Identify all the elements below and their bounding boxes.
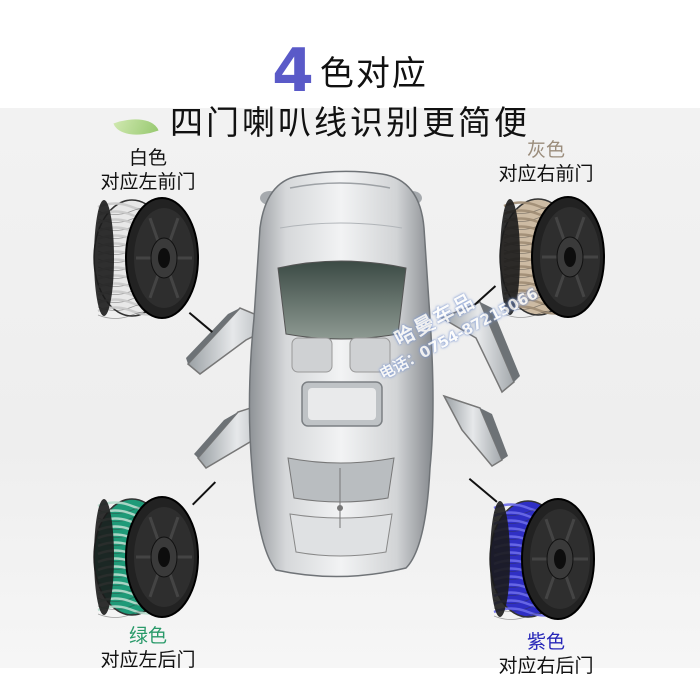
spool-green bbox=[93, 496, 199, 618]
door-front-right bbox=[440, 301, 520, 394]
color-name: 灰色 bbox=[526, 139, 565, 161]
door-text: 对应右后门 bbox=[498, 655, 594, 677]
door-rear-right bbox=[442, 394, 508, 467]
door-text: 对应右前门 bbox=[498, 163, 594, 185]
door-text: 对应左后门 bbox=[100, 649, 196, 671]
headline-suffix: 色对应 bbox=[319, 54, 428, 94]
spool-gray bbox=[499, 196, 605, 318]
headline-number: 4 bbox=[272, 36, 316, 106]
subheadline: 四门喇叭线识别更简便 bbox=[170, 103, 530, 142]
color-name: 紫色 bbox=[526, 631, 565, 653]
label-rear-right: 紫色 对应右后门 bbox=[476, 630, 616, 678]
car-illustration bbox=[186, 170, 520, 578]
door-text: 对应左前门 bbox=[100, 171, 196, 193]
color-name: 白色 bbox=[128, 147, 167, 169]
spool-white bbox=[93, 197, 199, 319]
label-rear-left: 绿色 对应左后门 bbox=[78, 624, 218, 672]
spool-purple bbox=[489, 498, 595, 620]
label-front-right: 灰色 对应右前门 bbox=[476, 138, 616, 186]
label-front-left: 白色 对应左前门 bbox=[78, 146, 218, 194]
color-name: 绿色 bbox=[128, 625, 167, 647]
